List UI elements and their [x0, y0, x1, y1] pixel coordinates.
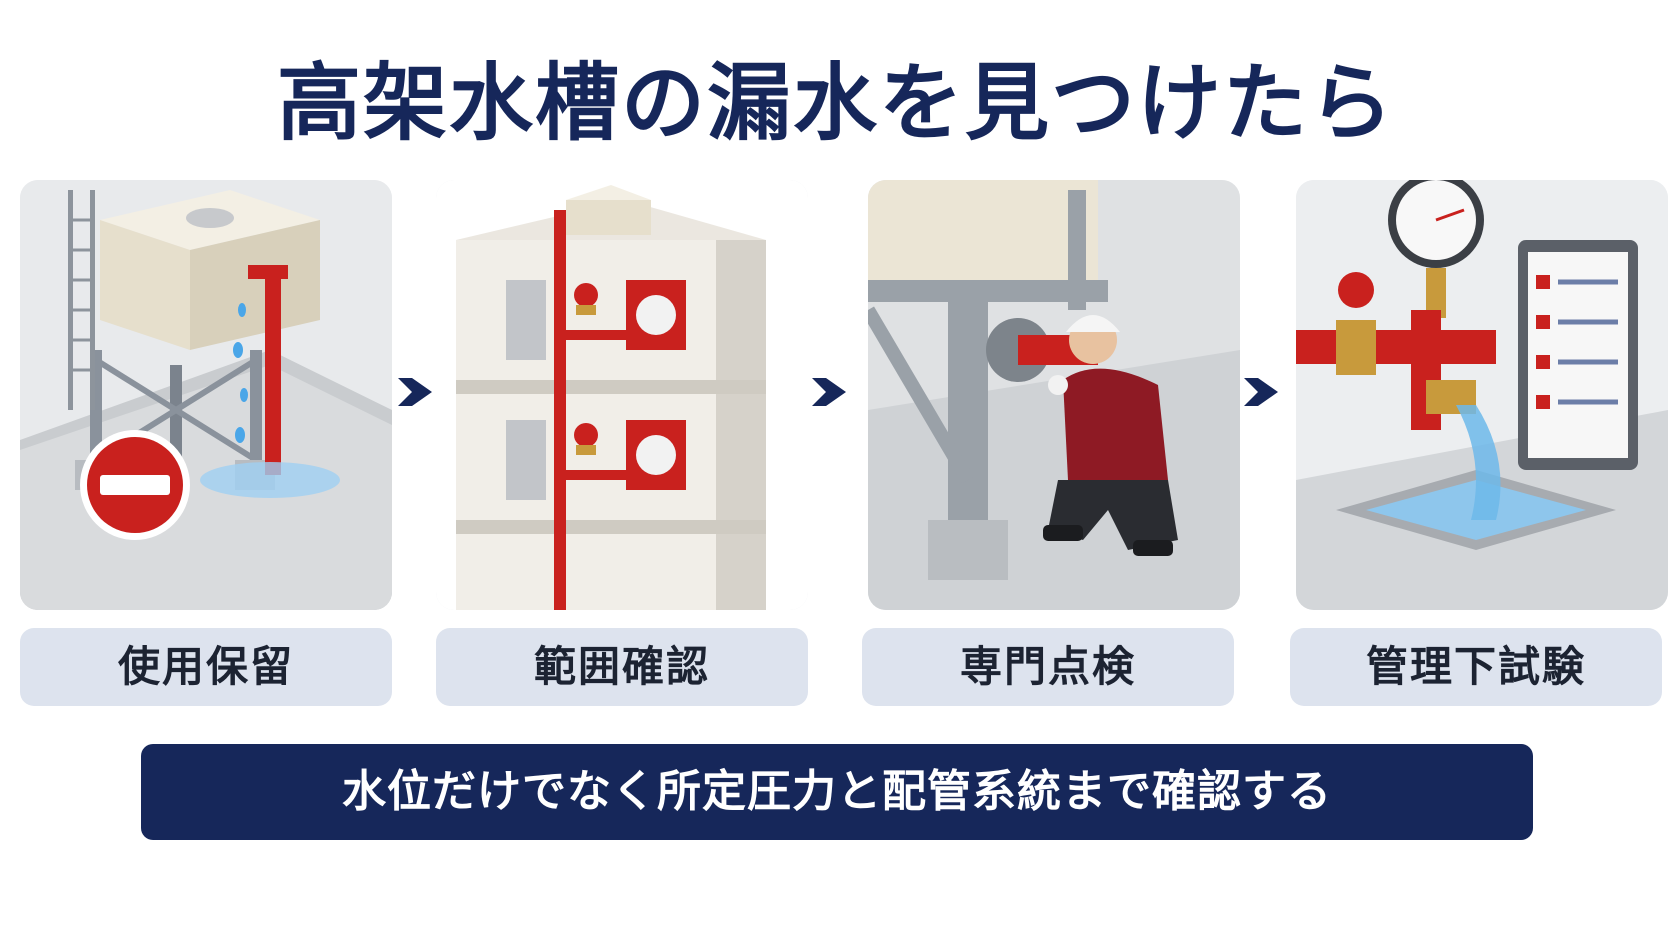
step-2-illustration: [436, 180, 808, 610]
step-4-label: 管理下試験: [1290, 628, 1662, 706]
leaking-tank-illustration: [20, 180, 392, 610]
arrow-right-icon: [812, 378, 846, 406]
step-3-illustration: [868, 180, 1240, 610]
summary-banner: 水位だけでなく所定圧力と配管系統まで確認する: [141, 744, 1533, 840]
pressure-test-illustration: [1296, 180, 1668, 610]
building-cutaway-illustration: [436, 180, 808, 610]
step-2-label: 範囲確認: [436, 628, 808, 706]
step-3-label: 専門点検: [862, 628, 1234, 706]
step-1-label: 使用保留: [20, 628, 392, 706]
step-1-illustration: [20, 180, 392, 610]
worker-inspection-illustration: [868, 180, 1240, 610]
step-4-illustration: [1296, 180, 1668, 610]
page-title: 高架水槽の漏水を見つけたら: [276, 54, 1395, 152]
arrow-right-icon: [398, 378, 432, 406]
arrow-right-icon: [1244, 378, 1278, 406]
